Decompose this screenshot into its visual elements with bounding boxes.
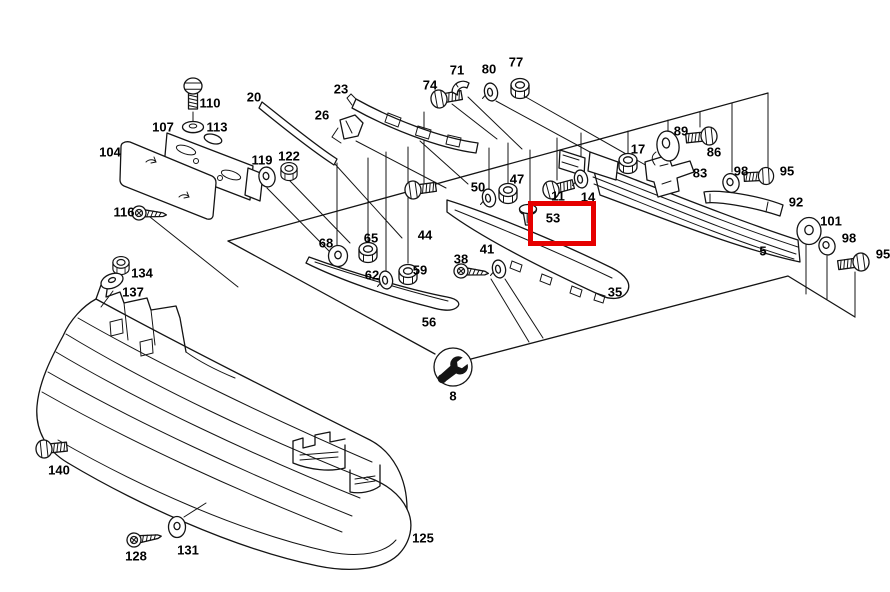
bumper-body bbox=[36, 282, 412, 571]
part-38-glyph bbox=[452, 262, 490, 282]
part-95-top-glyph bbox=[743, 166, 775, 187]
part-65-glyph bbox=[358, 241, 378, 264]
part-116-glyph bbox=[130, 204, 168, 223]
part-41-glyph bbox=[489, 258, 508, 280]
license-plate-104 bbox=[119, 141, 217, 220]
part-134-glyph bbox=[112, 255, 130, 276]
part-98-top-glyph bbox=[722, 172, 740, 194]
strip-23 bbox=[346, 93, 479, 154]
part-50-glyph bbox=[479, 187, 498, 209]
part-47-glyph bbox=[498, 182, 518, 205]
part-128-glyph bbox=[125, 528, 163, 549]
part-89-glyph bbox=[651, 130, 680, 166]
part-68-glyph bbox=[327, 244, 349, 268]
bracket-92 bbox=[703, 190, 784, 217]
fasteners bbox=[34, 77, 871, 549]
part-17-glyph bbox=[618, 152, 638, 175]
highlight-box bbox=[528, 201, 596, 246]
wrench-symbol bbox=[433, 347, 473, 387]
part-71-glyph bbox=[451, 80, 470, 96]
part-95-bottom-glyph bbox=[836, 251, 871, 275]
frame-lines bbox=[227, 92, 856, 360]
part-122-glyph bbox=[280, 161, 298, 182]
part-98-bottom-glyph bbox=[818, 236, 836, 256]
part-80-glyph bbox=[481, 81, 500, 103]
part-59-glyph bbox=[398, 263, 418, 286]
part-119-glyph bbox=[258, 166, 276, 188]
strip-20 bbox=[258, 101, 338, 166]
part-77-glyph bbox=[510, 77, 530, 100]
rail-5 bbox=[558, 149, 801, 263]
license-plate-bracket-107 bbox=[163, 132, 264, 202]
leader-lines bbox=[100, 92, 856, 518]
part-86-glyph bbox=[684, 125, 719, 149]
part-101-glyph bbox=[796, 216, 822, 246]
clip-26 bbox=[331, 114, 364, 144]
part-11-glyph bbox=[540, 174, 577, 202]
part-131-glyph bbox=[167, 515, 187, 539]
strip-35 bbox=[446, 199, 630, 304]
wrench-icon bbox=[437, 356, 468, 384]
part-137-glyph bbox=[100, 272, 124, 290]
bracket-83 bbox=[644, 154, 695, 198]
part-113-glyph bbox=[181, 120, 205, 134]
part-110-glyph bbox=[183, 77, 203, 110]
part-140-glyph bbox=[34, 436, 69, 460]
